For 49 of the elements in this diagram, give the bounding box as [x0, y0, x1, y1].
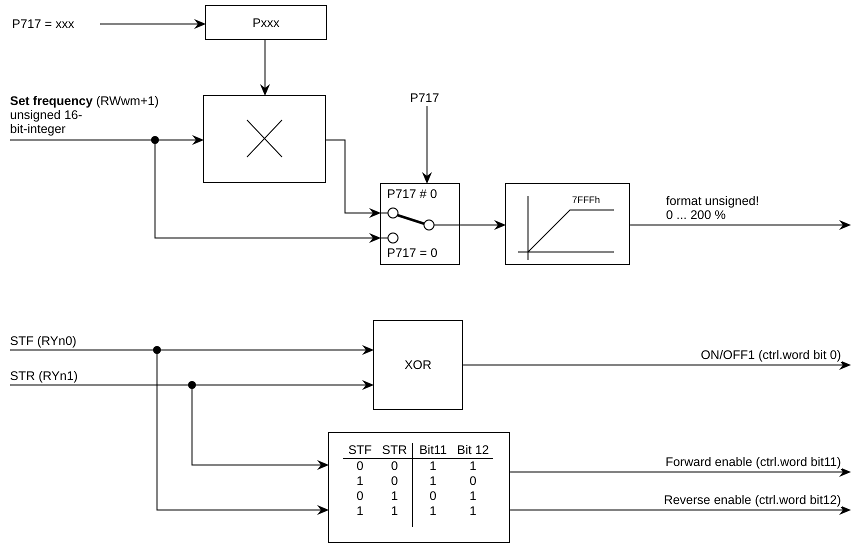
signal-arrow — [510, 467, 851, 477]
table-cell-text: 1 — [468, 504, 478, 520]
table-cell: 1 — [377, 504, 413, 527]
table-header: Bit11 — [413, 443, 453, 459]
table-cell-text: 1 — [468, 459, 478, 474]
table-cell-text: 1 — [428, 474, 438, 489]
input-label: unsigned 16-bit-integer — [10, 108, 84, 136]
signal-arrow — [100, 19, 206, 29]
block-label: XOR — [404, 358, 432, 372]
signal-arrow — [460, 220, 506, 230]
edge-label: ON/OFF1 (ctrl.word bit 0) — [700, 348, 842, 362]
signal-arrow — [630, 220, 851, 230]
input-label: Set frequency (RWwm+1) — [10, 94, 160, 108]
function-block — [373, 320, 463, 410]
signal-label: P717 — [410, 90, 444, 106]
switch-label: P717 # 0 — [387, 187, 438, 201]
table-cell: 0 — [377, 459, 413, 474]
limiter-block — [505, 183, 630, 265]
table-header: STF — [343, 443, 377, 459]
edge-label: Reverse enable (ctrl.word bit12) — [662, 493, 842, 507]
signal-label: STR (RYn1) — [10, 368, 120, 385]
limit-label: 7FFFh — [572, 195, 600, 206]
table-cell-text: 1 — [428, 504, 438, 520]
table-cell-text: 0 — [356, 459, 364, 474]
table-cell: 1 — [377, 489, 413, 504]
block-label: Pxxx — [252, 16, 280, 30]
truth-table-block — [328, 432, 510, 543]
table-cell-text: 1 — [356, 504, 364, 520]
table-header: Bit 12 — [453, 443, 493, 459]
table-cell-text: 0 — [428, 489, 438, 504]
table-cell-text: 1 — [468, 489, 478, 504]
signal-arrow — [326, 140, 381, 218]
signal-arrow — [462, 360, 851, 370]
signal-label: STF (RYn0) — [10, 333, 120, 350]
signal-label: P717 = xxx — [12, 16, 100, 32]
function-block — [205, 5, 327, 40]
signal-arrow — [510, 505, 851, 515]
table-cell-text: 1 — [356, 474, 364, 489]
edge-label: Forward enable (ctrl.word bit11) — [664, 455, 842, 469]
table-cell-text: 1 — [428, 459, 438, 474]
table-header: STR — [377, 443, 413, 459]
signal-arrow — [260, 40, 270, 96]
table-cell-text: 0 — [356, 489, 364, 504]
table-cell-text: 0 — [468, 474, 478, 489]
switch-label: P717 = 0 — [387, 246, 438, 260]
table-cell: 0 — [377, 474, 413, 489]
multiplier-block — [203, 95, 326, 183]
switch-block — [380, 183, 460, 265]
signal-arrow — [422, 106, 432, 184]
